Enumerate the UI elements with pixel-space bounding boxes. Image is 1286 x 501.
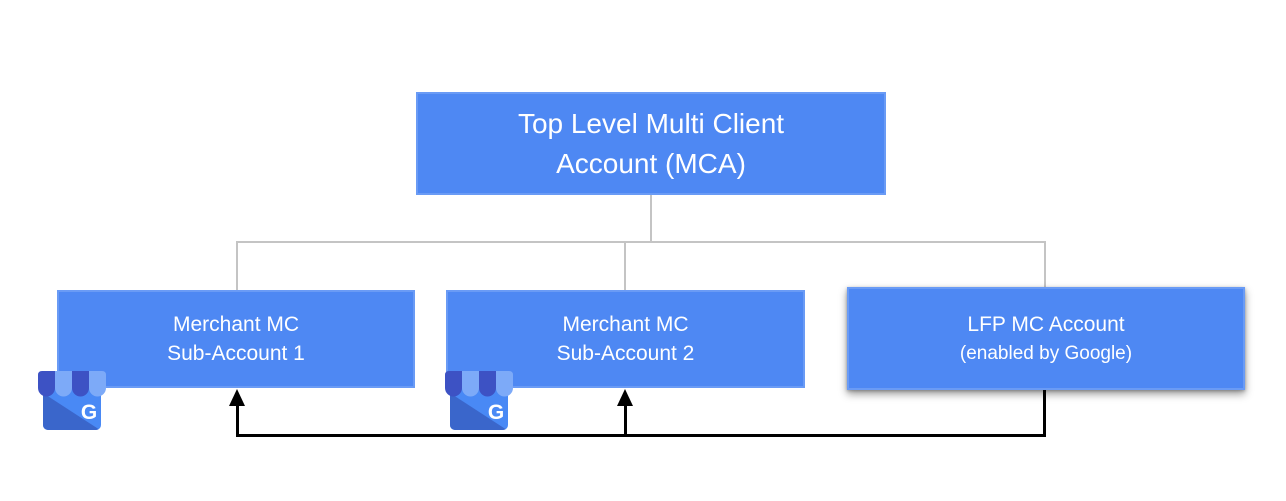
tree-connector-drop-sub2 [624, 241, 626, 290]
sub-account-1-box: Merchant MC Sub-Account 1 [57, 290, 415, 388]
mca-label-line2: Account (MCA) [556, 147, 746, 179]
tree-connector-drop-sub1 [236, 241, 238, 290]
tree-connector-drop-lfp [1044, 241, 1046, 287]
business-profile-icon: G [38, 371, 106, 430]
business-profile-icon-letter: G [488, 401, 504, 424]
sub-account-2-label-line2: Sub-Account 2 [556, 342, 695, 365]
lfp-account-label-line2: (enabled by Google) [959, 342, 1133, 364]
arrow-line-horizontal [236, 434, 1046, 437]
sub-account-2-label-line1: Merchant MC [562, 313, 689, 336]
tree-connector-horizontal [236, 241, 1046, 243]
business-profile-icon-letter: G [81, 401, 97, 424]
business-profile-icon: G [445, 371, 513, 430]
mca-box: Top Level Multi Client Account (MCA) [416, 92, 886, 195]
arrow-line-up-sub2 [624, 404, 627, 437]
arrowhead-sub1 [229, 389, 245, 406]
lfp-account-box: LFP MC Account (enabled by Google) [847, 287, 1245, 390]
tree-connector-stem-mca [650, 195, 652, 242]
arrow-line-up-sub1 [236, 404, 239, 437]
sub-account-1-label-line1: Merchant MC [172, 313, 300, 336]
lfp-account-label-line1: LFP MC Account [967, 312, 1125, 336]
arrowhead-sub2 [617, 389, 633, 406]
arrow-line-lfp-down [1043, 390, 1046, 437]
mca-label-line1: Top Level Multi Client [517, 107, 785, 139]
sub-account-1-label-line2: Sub-Account 1 [167, 342, 305, 365]
